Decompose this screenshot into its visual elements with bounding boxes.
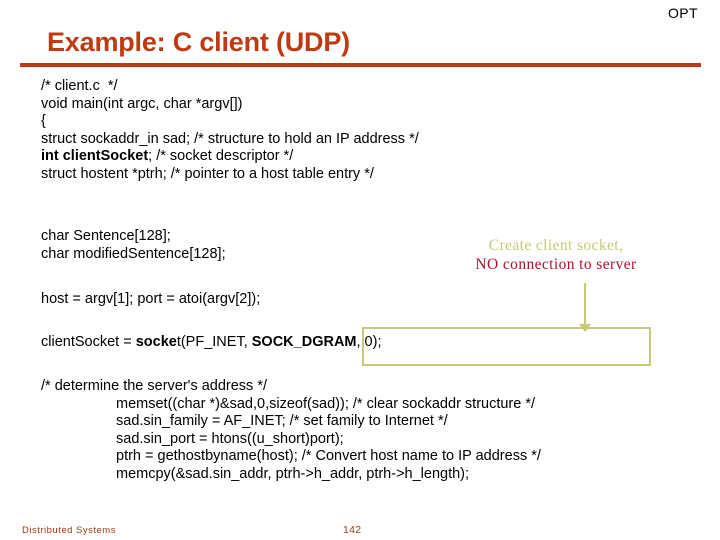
code-line: {: [41, 113, 46, 130]
footer-course-label: Distributed Systems: [22, 525, 116, 536]
code-block-server-address: /* determine the server's address */ mem…: [41, 378, 541, 484]
corner-label: OPT: [668, 5, 698, 21]
code-line: sad.sin_family = AF_INET; /* set family …: [116, 413, 448, 430]
callout-annotation-line-2: NO connection to server: [475, 256, 637, 273]
code-line: memcpy(&sad.sin_addr, ptrh->h_addr, ptrh…: [116, 465, 470, 482]
code-line: void main(int argc, char *argv[]): [41, 95, 243, 112]
code-line: struct sockaddr_in sad; /* structure to …: [41, 130, 419, 147]
callout-arrow-line: [584, 283, 586, 328]
title-divider-secondary: [340, 63, 530, 65]
footer-page-number: 142: [343, 524, 362, 536]
page-title: Example: C client (UDP): [47, 27, 350, 57]
code-block-declarations: /* client.c */ void main(int argc, char …: [41, 78, 419, 184]
code-line: memset((char *)&sad,0,sizeof(sad)); /* c…: [116, 395, 536, 412]
code-block-buffers: char Sentence[128]; char modifiedSentenc…: [41, 228, 226, 263]
callout-arrow-head-icon: [579, 324, 591, 332]
highlight-box-socket: [362, 327, 651, 366]
title-divider: [20, 63, 701, 67]
code-token-clientsocket: int clientSocket: [41, 148, 149, 165]
code-line: struct hostent *ptrh; /* pointer to a ho…: [41, 165, 374, 182]
code-line-socket-call: clientSocket = socket(PF_INET, SOCK_DGRA…: [41, 334, 381, 352]
code-line: ; /* socket descriptor */: [148, 148, 294, 165]
code-line: char modifiedSentence[128];: [41, 245, 226, 262]
code-line: /* determine the server's address */: [41, 378, 268, 394]
code-token-suffix: , 0);: [356, 334, 382, 350]
code-line: sad.sin_port = htons((u_short)port);: [116, 430, 344, 447]
code-token-socket: socke: [135, 334, 177, 350]
code-token-mid: t(PF_INET,: [176, 334, 252, 350]
code-line: char Sentence[128];: [41, 228, 171, 244]
code-line-host-port: host = argv[1]; port = atoi(argv[2]);: [41, 291, 261, 307]
callout-annotation: Create client socket, NO connection to s…: [416, 236, 696, 274]
callout-annotation-line-1: Create client socket,: [488, 237, 624, 254]
code-line: ptrh = gethostbyname(host); /* Convert h…: [116, 448, 541, 465]
code-line: /* client.c */: [41, 78, 118, 94]
code-token-sock-dgram: SOCK_DGRAM: [251, 334, 357, 350]
code-token-prefix: clientSocket =: [41, 334, 136, 350]
